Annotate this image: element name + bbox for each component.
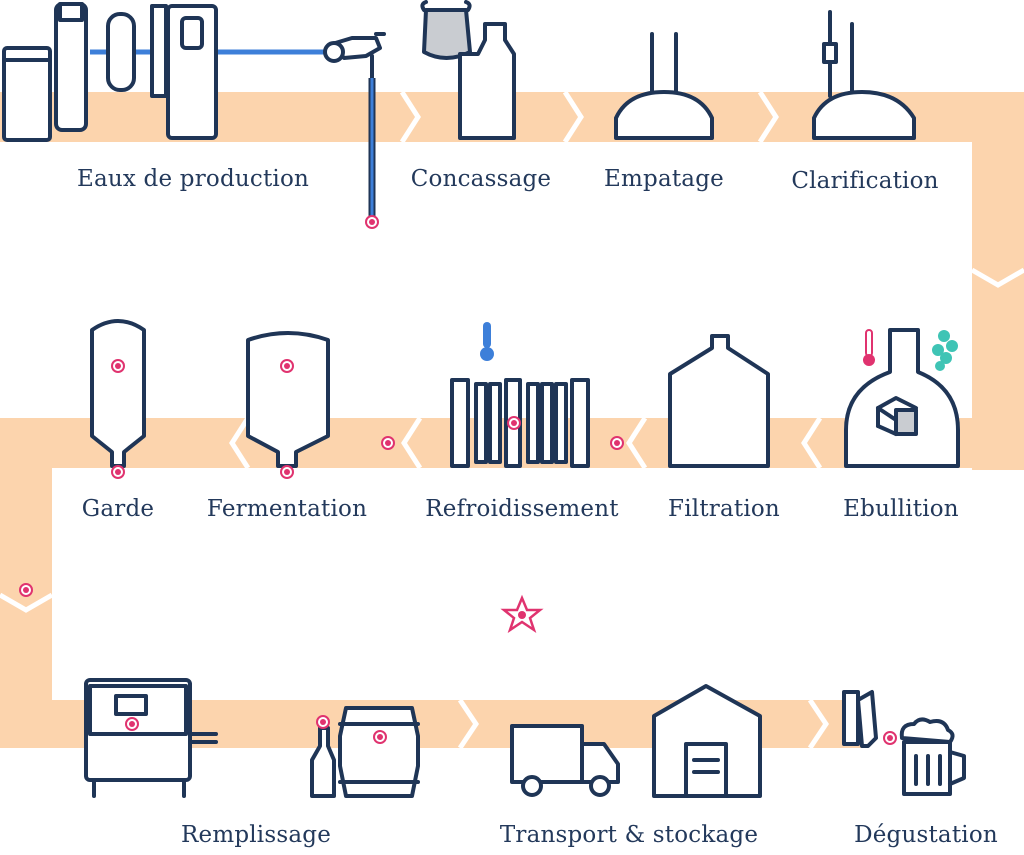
cooler-plate — [554, 382, 568, 464]
hotspot-marker[interactable] — [883, 731, 897, 745]
hotspot-marker[interactable] — [381, 436, 395, 450]
cooler-plate — [488, 382, 502, 464]
mash-tun-icon — [614, 32, 714, 140]
label-clarification: Clarification — [791, 168, 939, 194]
lauter-tun-icon — [812, 10, 916, 140]
label-degustation: Dégustation — [854, 822, 998, 848]
label-refroidissement: Refroidissement — [425, 496, 619, 522]
truck-warehouse-icon — [510, 684, 762, 798]
hotspot-marker[interactable] — [373, 730, 387, 744]
label-remplissage: Remplissage — [180, 822, 332, 848]
hotspot-marker[interactable] — [19, 583, 33, 597]
hotspot-marker[interactable] — [111, 359, 125, 373]
star-icon[interactable] — [500, 594, 544, 634]
filter-icon — [668, 334, 770, 468]
hotspots[interactable] — [19, 215, 897, 745]
label-garde: Garde — [81, 496, 155, 522]
cooler-plate — [474, 382, 488, 464]
hotspot-marker[interactable] — [111, 465, 125, 479]
water-treatment-icon — [2, 2, 386, 222]
label-ebullition: Ebullition — [843, 496, 959, 522]
label-fermentation: Fermentation — [206, 496, 368, 522]
malt-mill-icon — [420, 0, 516, 140]
label-filtration: Filtration — [668, 496, 780, 522]
conditioning-tank-icon — [90, 319, 146, 468]
hotspot-marker[interactable] — [365, 215, 379, 229]
hotspot-marker[interactable] — [280, 465, 294, 479]
hotspot-marker[interactable] — [610, 436, 624, 450]
hotspot-marker[interactable] — [125, 717, 139, 731]
plate-cooler-icon — [450, 322, 590, 468]
bottle-keg-icon — [310, 706, 420, 798]
fermenter-icon — [246, 331, 330, 468]
label-eaux: Eaux de production — [76, 166, 310, 192]
hotspot-marker[interactable] — [316, 715, 330, 729]
beer-tap-mug-icon — [842, 690, 966, 796]
hotspot-marker[interactable] — [280, 359, 294, 373]
label-empatage: Empatage — [604, 166, 724, 192]
boil-kettle-icon — [844, 328, 960, 468]
cooler-plate — [526, 382, 540, 464]
label-transport: Transport & stockage — [499, 822, 759, 848]
hotspot-marker[interactable] — [507, 416, 521, 430]
flow-chevrons — [0, 90, 1024, 750]
label-concassage: Concassage — [410, 166, 552, 192]
cooler-plate — [540, 382, 554, 464]
